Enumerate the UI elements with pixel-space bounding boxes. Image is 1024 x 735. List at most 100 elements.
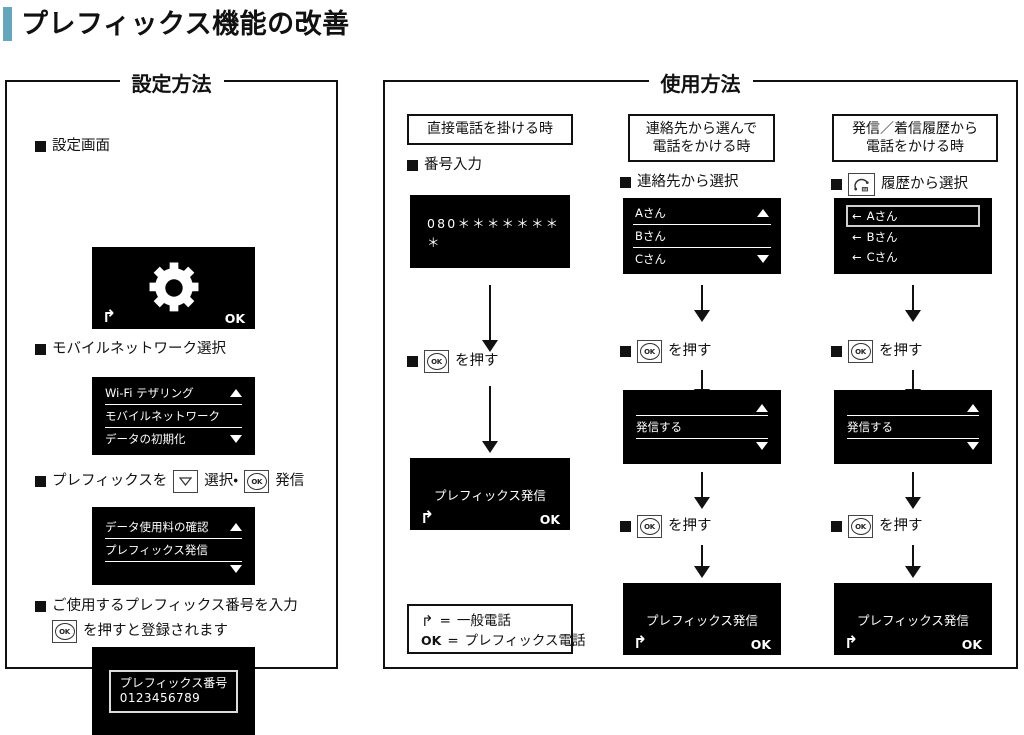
screen-network-menu: Wi-Fi テザリング モバイルネットワーク データの初期化 — [92, 377, 255, 455]
screen-prefix-call-col2: プレフィックス発信 ↰ OK — [623, 583, 781, 655]
menu-row: データ使用料の確認 — [105, 516, 242, 539]
bullet-square-icon — [831, 521, 842, 532]
ok-label: OK — [224, 311, 245, 326]
arrow-up-icon — [230, 389, 242, 397]
back-icon: ↰ — [633, 633, 648, 653]
flow-arrow — [482, 386, 498, 453]
menu-row — [636, 439, 768, 453]
bullet-square-icon — [831, 179, 842, 190]
bullet-square-icon — [35, 476, 46, 487]
back-icon: ↰ — [102, 307, 117, 327]
ok-label: OK — [539, 512, 560, 527]
ok-key-icon[interactable]: OK — [424, 350, 449, 373]
bullet-square-icon — [35, 343, 46, 355]
usage-col3-step2-label: OK を押す — [831, 340, 923, 363]
menu-row — [847, 439, 979, 453]
legend-row-prefix-call: OK = プレフィックス電話 — [421, 632, 586, 649]
ok-key-icon[interactable]: OK — [637, 515, 662, 538]
menu-row — [636, 401, 768, 416]
prefix-number-box: プレフィックス番号 0123456789 — [108, 669, 239, 713]
arrow-up-icon — [756, 404, 768, 412]
screen-call-action-col3: 発信する — [834, 390, 992, 464]
down-key-icon[interactable] — [173, 470, 199, 493]
screen-settings: ↰ OK — [92, 247, 255, 329]
list-item[interactable]: Cさん — [633, 248, 771, 270]
usage-col1-heading: 直接電話を掛ける時 — [407, 114, 573, 145]
ok-key-icon[interactable]: OK — [848, 515, 873, 538]
phone-handset-key-icon[interactable] — [848, 173, 875, 196]
usage-col2-step1-label: 連絡先から選択 — [620, 173, 739, 191]
left-arrow-icon: ← — [852, 209, 862, 223]
setup-step4-label-line1: ご使用するプレフィックス番号を入力 — [35, 597, 298, 615]
page-title: プレフィックス機能の改善 — [21, 8, 350, 40]
screen-footer: ↰ OK — [834, 633, 992, 653]
flow-arrow — [694, 472, 710, 509]
screen-prefix-number: プレフィックス番号 0123456789 — [92, 647, 255, 735]
bullet-square-icon — [620, 346, 631, 357]
page-title-row: プレフィックス機能の改善 — [0, 0, 1024, 48]
usage-col2-step3-label: OK を押す — [620, 515, 712, 538]
list-item[interactable]: ← Aさん — [846, 205, 980, 227]
flow-arrow — [905, 472, 921, 509]
arrow-up-icon — [230, 523, 242, 531]
screen-footer: ↰ OK — [623, 633, 781, 653]
usage-legend-box: ↰ = 一般電話 OK = プレフィックス電話 — [407, 604, 586, 654]
menu-row: Wi-Fi テザリング — [105, 382, 242, 405]
flow-arrow — [694, 545, 710, 578]
list-item[interactable]: ← Cさん — [852, 250, 898, 264]
usage-col3-heading: 発信／着信履歴から 電話をかける時 — [832, 114, 998, 162]
menu-row — [105, 562, 242, 576]
setup-step1-label: 設定画面 — [35, 137, 110, 155]
menu-row — [847, 401, 979, 416]
flow-arrow — [482, 285, 498, 352]
bullet-square-icon — [620, 176, 631, 188]
screen-contacts-list: Aさん Bさん Cさん — [623, 198, 781, 274]
list-item[interactable]: Aさん — [633, 202, 771, 225]
ok-key-icon[interactable]: OK — [848, 340, 873, 363]
list-item[interactable]: ← Bさん — [852, 230, 898, 244]
usage-col1-step2-label: OK を押す — [407, 350, 499, 373]
usage-col1-step1-label: 番号入力 — [407, 156, 482, 174]
menu-row[interactable]: 発信する — [636, 416, 768, 439]
screen-prefix-call-col3: プレフィックス発信 ↰ OK — [834, 583, 992, 655]
bullet-square-icon — [35, 140, 46, 152]
arrow-up-icon — [757, 209, 769, 217]
left-arrow-icon: ← — [852, 250, 862, 264]
back-icon: ↰ — [844, 633, 859, 653]
bullet-square-icon — [35, 600, 46, 612]
bullet-square-icon — [620, 521, 631, 532]
setup-step3-label: プレフィックスを 選択・ OK 発信 — [35, 470, 304, 493]
panel-usage: 使用方法 — [383, 68, 1018, 669]
left-arrow-icon: ← — [852, 230, 862, 244]
arrow-down-icon — [230, 565, 242, 573]
screen-history-list: ← Aさん ← Bさん ← Cさん — [834, 198, 992, 274]
ok-label: OK — [961, 637, 982, 652]
ok-key-icon[interactable]: OK — [637, 340, 662, 363]
usage-col3-step1-label: 履歴から選択 — [831, 173, 968, 196]
bullet-square-icon — [407, 356, 418, 367]
panel-setup-legend: 設定方法 — [119, 68, 224, 97]
list-item[interactable]: Bさん — [633, 225, 771, 248]
screen-settings-footer: ↰ OK — [92, 307, 255, 327]
screen-number-entry: 080＊＊＊＊＊＊＊＊ — [410, 195, 570, 268]
ok-label: OK — [750, 637, 771, 652]
ok-key-icon[interactable]: OK — [52, 620, 77, 643]
panel-usage-legend: 使用方法 — [648, 68, 753, 97]
gear-icon — [149, 262, 198, 312]
bullet-square-icon — [407, 159, 418, 171]
arrow-down-icon — [230, 435, 242, 443]
back-icon: ↰ — [420, 508, 435, 528]
menu-row: モバイルネットワーク — [105, 405, 242, 428]
usage-col3-step3-label: OK を押す — [831, 515, 923, 538]
menu-row[interactable]: 発信する — [847, 416, 979, 439]
setup-step4-label-line2: OK を押すと登録されます — [52, 620, 228, 643]
screen-prefix-menu: データ使用料の確認 プレフィックス発信 — [92, 507, 255, 585]
title-accent-bar — [3, 7, 12, 41]
arrow-down-icon — [757, 255, 769, 263]
ok-key-icon[interactable]: OK — [244, 470, 270, 493]
screen-footer: ↰ OK — [410, 508, 570, 528]
usage-col2-step2-label: OK を押す — [620, 340, 712, 363]
flow-arrow — [905, 545, 921, 578]
legend-row-normal-call: ↰ = 一般電話 — [421, 612, 511, 631]
flow-arrow — [694, 285, 710, 322]
